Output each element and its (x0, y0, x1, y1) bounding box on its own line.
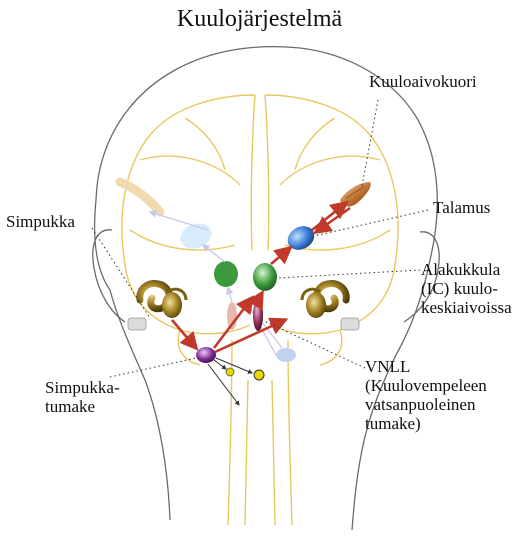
cochlear-nucleus (196, 347, 216, 363)
label-cn-line1: Simpukka- (45, 378, 120, 397)
label-vnll-line3: vatsanpuoleinen (365, 395, 487, 414)
inferior-colliculus-nucleus (253, 263, 277, 291)
cochlea-icon (128, 283, 186, 330)
lateral-lemniscus-nucleus (253, 299, 263, 331)
leader-lines (92, 100, 428, 377)
ear-icon (302, 283, 359, 330)
olive-nucleus-right (254, 370, 264, 380)
label-cn-line2: tumake (45, 397, 120, 416)
label-vnll-line2: (Kuulovempeleen (365, 376, 487, 395)
label-thalamus: Talamus (433, 198, 490, 217)
label-ic-line1: Alakukkula (421, 260, 512, 279)
label-auditory-cortex: Kuuloaivokuori (369, 72, 477, 91)
label-vnll: VNLL (Kuulovempeleen vatsanpuoleinen tum… (365, 357, 487, 433)
olive-projections (208, 358, 252, 405)
label-inferior-colliculus: Alakukkula (IC) kuulo- keskiaivoissa (421, 260, 512, 317)
label-ic-line2: (IC) kuulo- (421, 279, 512, 298)
label-vnll-line4: tumake) (365, 414, 487, 433)
label-cochlea: Simpukka (6, 212, 75, 231)
olive-nucleus-left (226, 368, 234, 376)
diagram-title: Kuulojärjestelmä (0, 6, 519, 33)
label-cochlear-nucleus: Simpukka- tumake (45, 378, 120, 416)
label-ic-line3: keskiaivoissa (421, 298, 512, 317)
label-vnll-line1: VNLL (365, 357, 487, 376)
